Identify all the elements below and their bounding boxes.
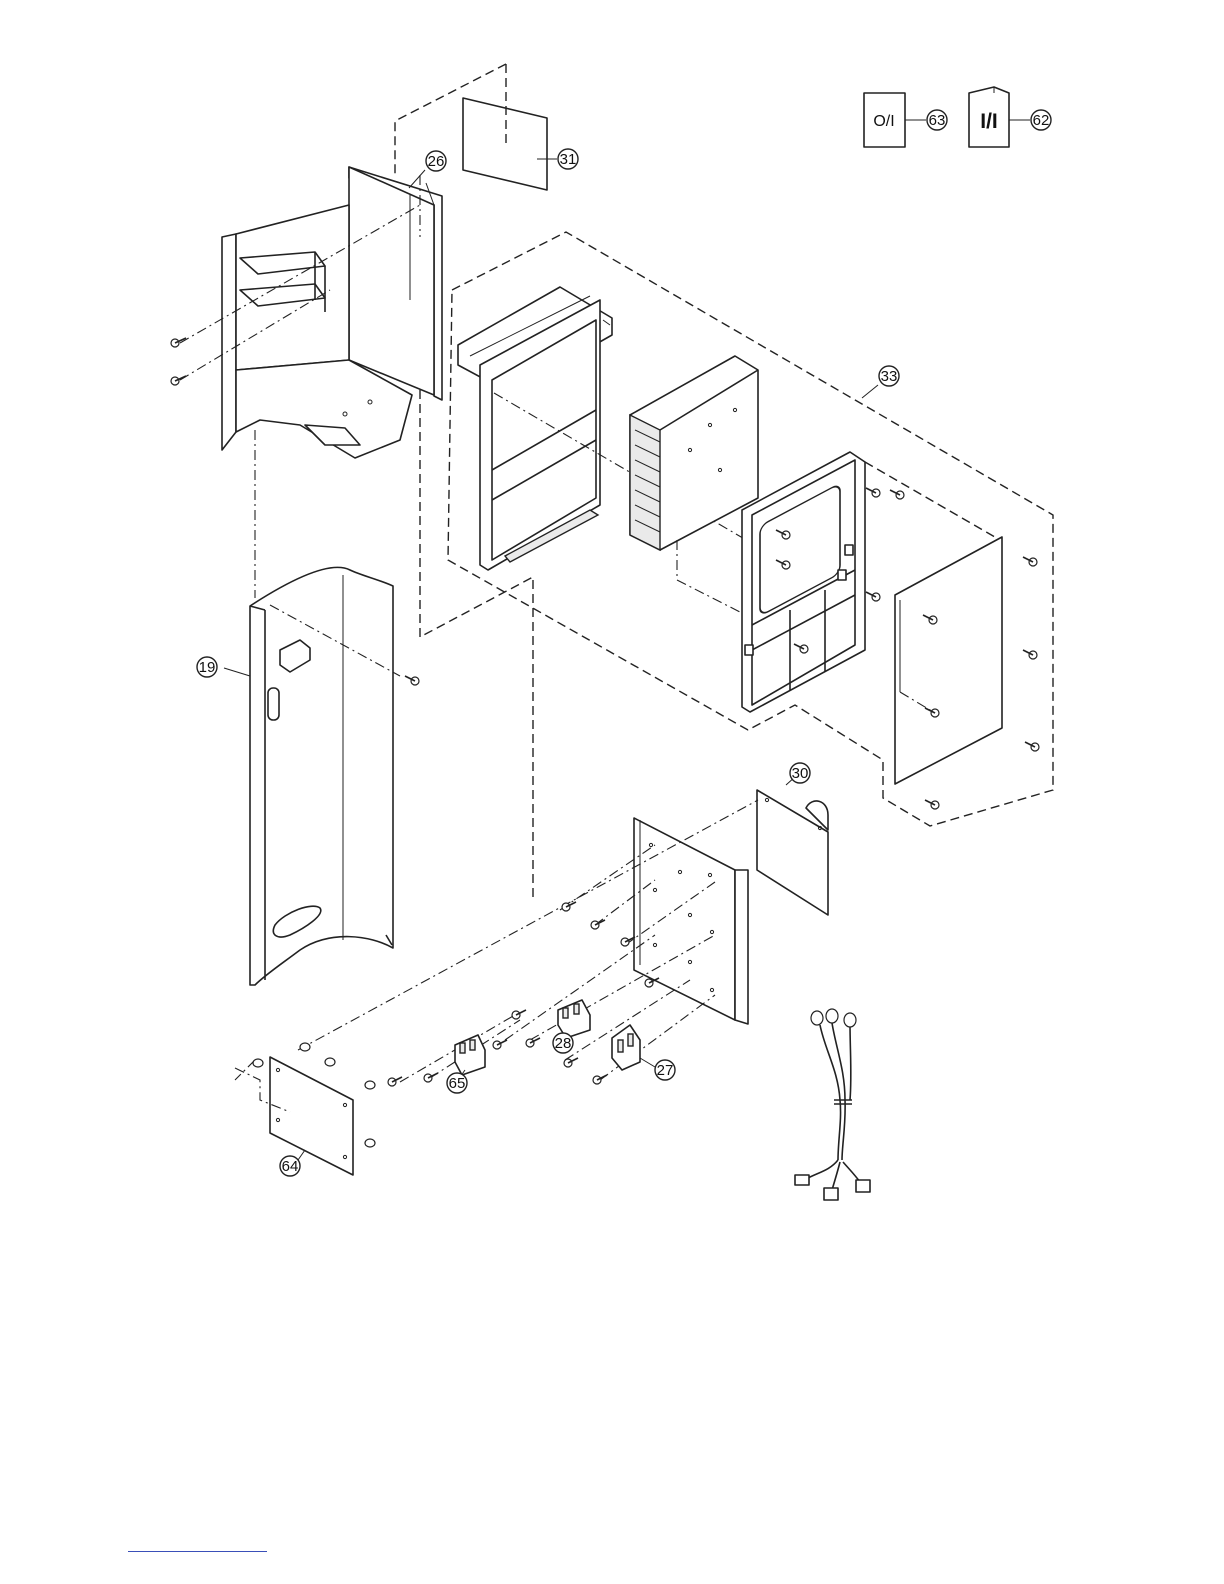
callout-33-label: 33 (881, 368, 898, 385)
label-sheet (463, 98, 557, 190)
callout-26-label: 26 (428, 153, 445, 170)
callout-63: 63 (927, 110, 947, 130)
footer-link-underline[interactable] (128, 1551, 267, 1552)
callout-62-label: 62 (1033, 112, 1050, 129)
callout-64: 64 (280, 1156, 300, 1176)
callout-27-label: 27 (657, 1062, 674, 1079)
back-panel (180, 167, 442, 598)
wire-harness (795, 1009, 870, 1200)
pcb-frame (742, 452, 865, 712)
callout-26: 26 (426, 151, 446, 171)
electrical-mount-plate (634, 818, 748, 1024)
terminal-block-27 (612, 1025, 640, 1070)
front-panel (250, 567, 400, 985)
electrical-cover (757, 790, 828, 915)
callout-64-label: 64 (282, 1158, 299, 1175)
callout-28-label: 28 (555, 1035, 572, 1052)
callout-62: 62 (1031, 110, 1051, 130)
control-box-cover (895, 537, 1002, 784)
terminal-block-65 (455, 1035, 485, 1075)
document-owner-manual: O/I (864, 93, 926, 147)
screw-26-b (171, 376, 186, 385)
terminal-block-28 (558, 1000, 590, 1038)
callout-30-label: 30 (792, 765, 809, 782)
callout-65: 65 (447, 1073, 467, 1093)
callout-63-label: 63 (929, 112, 946, 129)
callout-31: 31 (558, 149, 578, 169)
heat-sink (630, 356, 758, 612)
owner-manual-label: O/I (873, 113, 894, 130)
callout-65-label: 65 (449, 1075, 466, 1092)
callout-31-label: 31 (560, 151, 577, 168)
screw-19 (405, 676, 419, 685)
callout-19-label: 19 (199, 659, 216, 676)
callout-19: 19 (197, 657, 217, 677)
callout-27: 27 (655, 1060, 675, 1080)
callout-30: 30 (790, 763, 810, 783)
screw-26-a (171, 338, 186, 347)
callout-28: 28 (553, 1033, 573, 1053)
document-install-manual: I/I (969, 87, 1030, 147)
install-manual-label: I/I (980, 110, 998, 133)
callout-33: 33 (879, 366, 899, 386)
